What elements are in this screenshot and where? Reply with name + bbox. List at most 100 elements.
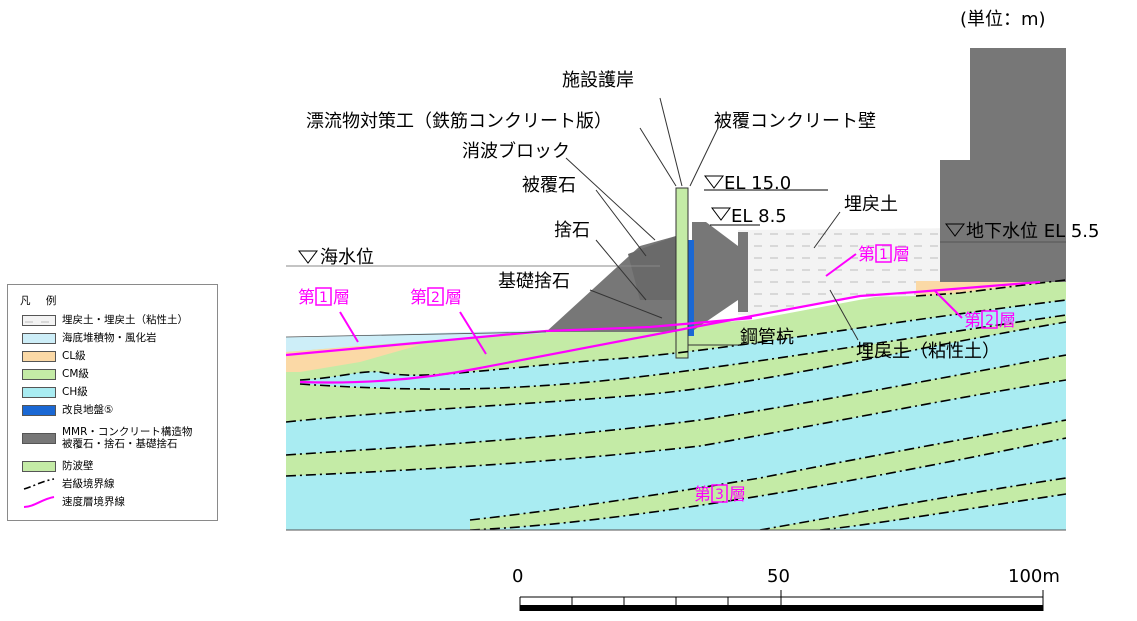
legend-swatch-ch: [22, 386, 56, 398]
svg-text:2: 2: [431, 290, 440, 306]
svg-text:1: 1: [879, 247, 888, 263]
legend-item-ch: CH級: [22, 385, 88, 399]
legend-swatch-structure: [22, 432, 56, 444]
svg-text:2: 2: [985, 313, 994, 329]
svg-text:層: 層: [893, 245, 910, 265]
legend-item-sediment: 海底堆積物・風化岩: [22, 331, 157, 345]
leader-drift-measure: [639, 127, 677, 187]
legend-title: 凡 例: [20, 295, 63, 307]
label-wave-block: 消波ブロック: [462, 140, 570, 162]
leader-covering-wall: [689, 127, 719, 187]
unit-label: (単位：m): [960, 9, 1046, 30]
legend-swatch-sediment: [22, 332, 56, 344]
leader-foundation-rubble: [589, 289, 663, 319]
svg-text:第: 第: [694, 485, 711, 505]
leader-covering-stone: [595, 189, 647, 257]
layer-label-2-right: 第 2 層: [964, 310, 1016, 331]
label-drift-measure: 漂流物対策工（鉄筋コンクリート版）: [306, 111, 612, 132]
label-covering-wall: 被覆コンクリート壁: [714, 111, 876, 132]
covering-stone: [628, 236, 676, 300]
scale-bar: 0 50 100m: [512, 566, 1060, 611]
svg-text:第: 第: [858, 245, 875, 265]
legend-swatch-cl: [22, 350, 56, 362]
legend-item-seawall: 防波壁: [22, 459, 94, 473]
label-sea-level: 海水位: [320, 247, 374, 268]
svg-text:3: 3: [715, 487, 724, 503]
legend-swatch-rock-boundary: [23, 478, 55, 490]
legend-swatch-velocity-boundary: [23, 496, 55, 508]
label-backfill: 埋戻土: [844, 194, 898, 215]
sea-level-marker: [298, 250, 318, 264]
legend-swatch-cm: [22, 368, 56, 380]
legend-item-rock-boundary: 岩級境界線: [22, 477, 115, 491]
backside-rubble: [692, 222, 738, 330]
covering-concrete-wall: [738, 232, 748, 312]
leader-rubble: [595, 239, 647, 301]
mmr-structure: [940, 48, 1066, 282]
legend-item-backfill: 埋戻土・埋戻土（粘性土）: [22, 313, 188, 327]
layer-label-1-right: 第 1 層: [858, 244, 910, 265]
svg-text:第: 第: [410, 288, 427, 308]
svg-text:第: 第: [298, 288, 315, 308]
el85-marker: [711, 207, 731, 221]
legend-swatch-improved: [22, 404, 56, 416]
scale-tick-0: 0: [512, 566, 523, 587]
scale-tick-50: 50: [767, 566, 790, 587]
groundwater-marker: [945, 223, 965, 237]
label-backfill-clay: 埋戻土（粘性土）: [856, 341, 1000, 362]
legend-swatch-backfill: [22, 314, 56, 326]
rock-boundary-4: [286, 354, 1066, 456]
improved-ground: [688, 240, 694, 336]
label-el15: EL 15.0: [724, 173, 791, 194]
rock-boundary-6: [469, 419, 1066, 521]
velocity-boundary-2: [299, 280, 1041, 384]
legend-item-improved: 改良地盤⑤: [22, 403, 113, 417]
legend-item-velocity-boundary: 速度層境界線: [22, 495, 125, 509]
legend-item-structure: MMR・コンクリート構造物 被覆石・捨石・基礎捨石: [22, 425, 192, 451]
leader-backfill-clay: [829, 289, 859, 341]
legend-item-cm: CM級: [22, 367, 89, 381]
layer-label-3: 第 3 層: [694, 484, 746, 505]
rock-boundary-7: [469, 437, 1066, 530]
el15-marker: [704, 175, 724, 189]
leader-backfill: [813, 211, 841, 249]
label-steel-pile: 鋼管杭: [740, 327, 794, 348]
cm-stripe-1: [286, 355, 1066, 476]
label-rubble: 捨石: [554, 220, 590, 241]
layer-label-2-left: 第 2 層: [410, 287, 462, 308]
scale-tick-100: 100m: [1008, 566, 1060, 587]
label-el85: EL 8.5: [731, 206, 787, 227]
velocity-boundary-1: [286, 316, 753, 357]
svg-text:層: 層: [445, 288, 462, 308]
label-covering-stone: 被覆石: [522, 175, 576, 196]
rock-boundary-1: [299, 299, 1066, 381]
cm-stripe-3: [760, 478, 1066, 530]
svg-text:層: 層: [999, 311, 1016, 331]
layer-leader-2-right: [933, 289, 963, 319]
label-foundation-rubble: 基礎捨石: [498, 271, 570, 292]
layer-label-1-left: 第 1 層: [298, 287, 350, 308]
rock-boundary-3: [286, 321, 1066, 423]
layer-leader-1-right: [825, 253, 857, 277]
svg-text:1: 1: [319, 290, 328, 306]
rock-boundary-2: [299, 314, 1066, 390]
svg-text:層: 層: [729, 485, 746, 505]
rock-boundary-5: [286, 379, 1066, 477]
legend-item-cl: CL級: [22, 349, 86, 363]
legend-swatch-seawall: [22, 460, 56, 472]
ground-outline: [285, 331, 547, 338]
svg-text:第: 第: [964, 311, 981, 331]
leader-facility-seawall: [659, 97, 683, 187]
svg-text:層: 層: [333, 288, 350, 308]
seawall-pile: [675, 187, 689, 359]
legend: 凡 例 埋戻土・埋戻土（粘性土） 海底堆積物・風化岩 CL級 CM級 CH級 改…: [7, 284, 218, 521]
layer-leader-2-left: [459, 311, 487, 355]
cm-stripe-2: [470, 420, 1066, 530]
label-groundwater: 地下水位 EL 5.5: [966, 221, 1099, 242]
leader-wave-block: [565, 157, 656, 241]
rock-boundary-9: [819, 493, 1066, 530]
rock-boundary-8: [759, 477, 1066, 530]
label-facility-seawall: 施設護岸: [562, 70, 634, 91]
layer-leader-1-left: [339, 311, 359, 343]
